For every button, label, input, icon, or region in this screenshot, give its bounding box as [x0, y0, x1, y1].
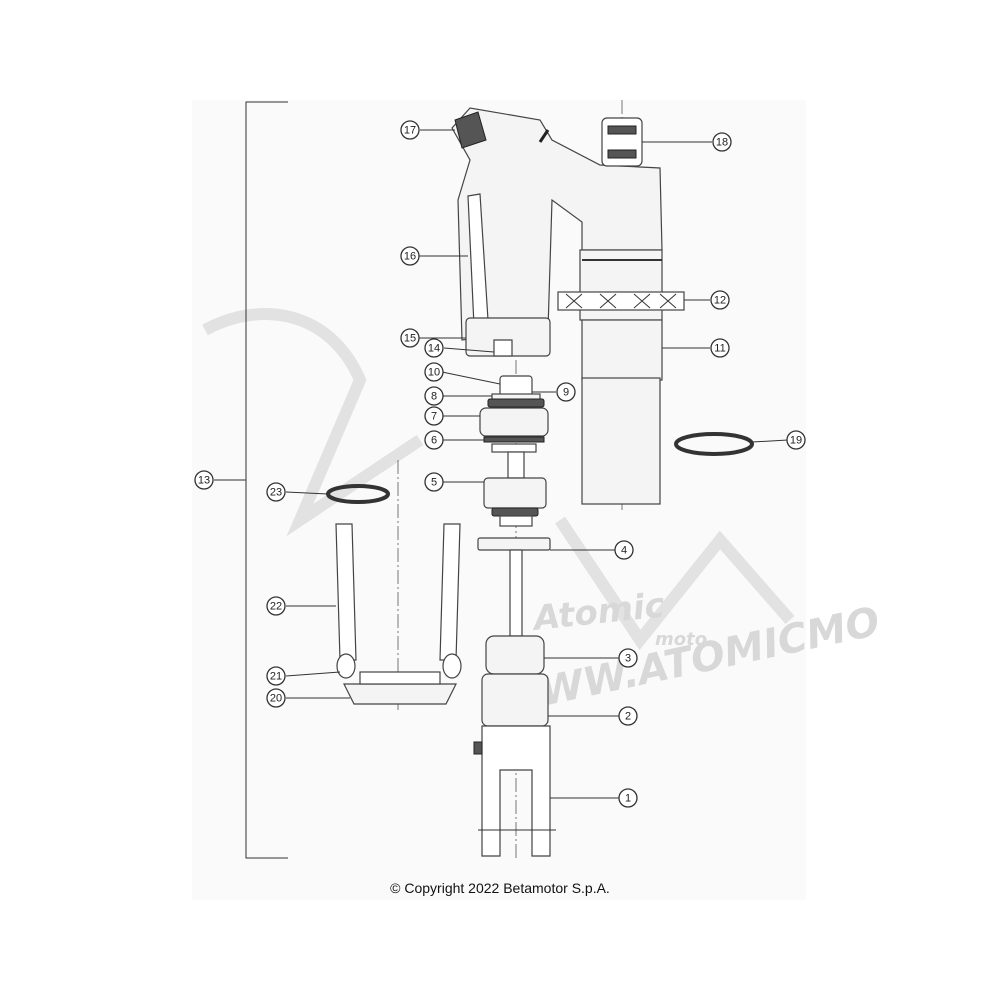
reservoir-body — [579, 249, 663, 505]
callout-circle — [266, 482, 286, 502]
rod-collar — [477, 537, 551, 551]
callout-10: 10 — [424, 362, 444, 382]
callout-21: 21 — [266, 666, 286, 686]
callout-label: 18 — [716, 137, 728, 149]
copyright-notice: © Copyright 2022 Betamotor S.p.A. — [390, 880, 610, 896]
callout-3: 3 — [618, 648, 638, 668]
callout-circle — [194, 470, 214, 490]
callout-label: 17 — [404, 125, 416, 137]
callout-circle — [614, 540, 634, 560]
callout-15: 15 — [400, 328, 420, 348]
callout-9: 9 — [556, 382, 576, 402]
callout-14: 14 — [424, 338, 444, 358]
callout-circle — [266, 596, 286, 616]
callout-13: 13 — [194, 470, 214, 490]
seal-head — [483, 477, 547, 527]
callout-16: 16 — [400, 246, 420, 266]
callout-11: 11 — [710, 338, 730, 358]
callout-5: 5 — [424, 472, 444, 492]
callout-label: 8 — [431, 391, 437, 403]
callout-circle — [618, 648, 638, 668]
callout-circle — [400, 120, 420, 140]
callout-label: 4 — [621, 545, 627, 557]
damper-rod-upper — [507, 451, 525, 479]
callout-label: 9 — [563, 387, 569, 399]
callout-circle — [712, 132, 732, 152]
piston-nut-stack — [487, 375, 545, 408]
leader-lines — [214, 129, 789, 799]
bump-stop — [485, 635, 545, 675]
callout-20: 20 — [266, 688, 286, 708]
callout-label: 5 — [431, 477, 437, 489]
callout-label: 11 — [714, 343, 725, 355]
callout-label: 16 — [404, 251, 416, 263]
callout-circle — [400, 246, 420, 266]
reservoir-clamp — [557, 291, 685, 311]
callout-label: 12 — [714, 295, 726, 307]
callout-circle — [424, 362, 444, 382]
reservoir-top-eye — [601, 117, 643, 167]
callout-circle — [424, 472, 444, 492]
callout-circle — [424, 406, 444, 426]
callout-19: 19 — [786, 430, 806, 450]
callout-6: 6 — [424, 430, 444, 450]
bottom-cup — [481, 673, 549, 727]
watermark-brand-sub: moto — [655, 629, 707, 650]
callout-4: 4 — [614, 540, 634, 560]
callout-label: 22 — [270, 601, 282, 613]
callout-circle — [266, 688, 286, 708]
callout-2: 2 — [618, 706, 638, 726]
spring-seat-ends — [336, 653, 462, 679]
callout-1: 1 — [618, 788, 638, 808]
callout-circle — [710, 290, 730, 310]
callout-circle — [424, 338, 444, 358]
callout-12: 12 — [710, 290, 730, 310]
callout-label: 14 — [428, 343, 440, 355]
callout-label: 10 — [428, 367, 440, 379]
callout-circle — [786, 430, 806, 450]
lower-clevis — [473, 725, 556, 857]
callout-label: 6 — [431, 435, 437, 447]
callout-22: 22 — [266, 596, 286, 616]
callout-label: 23 — [270, 487, 282, 499]
callout-label: 2 — [625, 711, 631, 723]
damper-rod — [509, 549, 523, 637]
spring-seat — [343, 671, 457, 705]
callout-label: 19 — [790, 435, 802, 447]
callout-label: 3 — [625, 653, 631, 665]
callout-label: 15 — [404, 333, 416, 345]
callout-18: 18 — [712, 132, 732, 152]
callout-7: 7 — [424, 406, 444, 426]
callout-8: 8 — [424, 386, 444, 406]
callout-circle — [710, 338, 730, 358]
callout-circle — [400, 328, 420, 348]
callout-circle — [556, 382, 576, 402]
callout-label: 21 — [270, 671, 282, 683]
callout-label: 1 — [625, 793, 631, 805]
callout-circle — [424, 386, 444, 406]
callout-17: 17 — [400, 120, 420, 140]
callout-23: 23 — [266, 482, 286, 502]
callout-label: 13 — [198, 475, 210, 487]
reservoir-o-ring — [674, 432, 754, 456]
callout-circle — [618, 706, 638, 726]
callout-label: 20 — [270, 693, 282, 705]
callout-label: 7 — [431, 411, 437, 423]
spring — [335, 523, 461, 661]
shim-stack — [483, 436, 545, 453]
callout-circle — [266, 666, 286, 686]
piston — [479, 407, 549, 437]
callout-circle — [424, 430, 444, 450]
callout-circle — [618, 788, 638, 808]
